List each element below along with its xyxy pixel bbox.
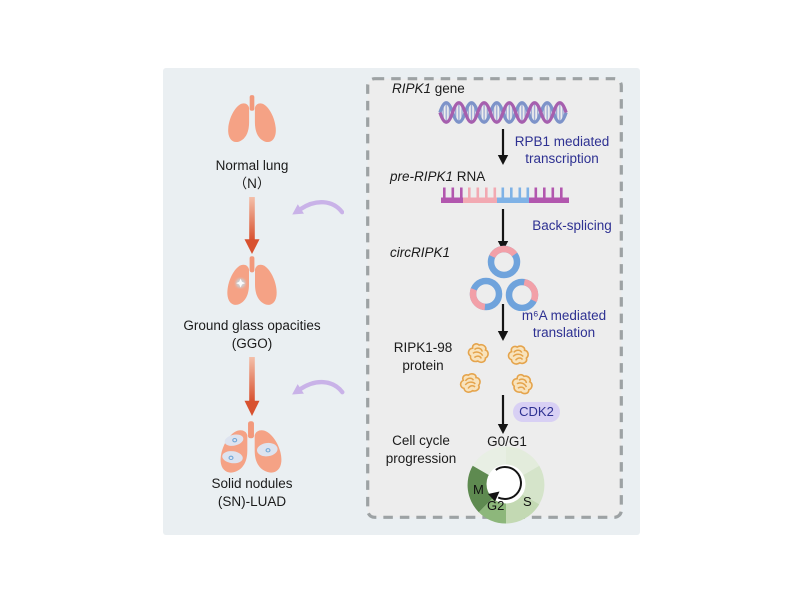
- normal-lungs-icon: [228, 95, 276, 143]
- translation-label: m⁶A mediated translation: [512, 307, 616, 341]
- nodule: [224, 434, 244, 446]
- cdk2-badge: CDK2: [513, 402, 560, 422]
- dna-helix-icon: [438, 96, 569, 129]
- progression-arrow-icon: [244, 357, 260, 416]
- ggo-sparkle: [236, 278, 246, 288]
- stage-abbr: （N）: [233, 176, 271, 191]
- rna-name: pre-RIPK1: [390, 169, 454, 184]
- progression-arrow-icon: [244, 197, 260, 254]
- stage-name: Normal lung: [215, 158, 289, 173]
- label-line: protein: [402, 358, 444, 373]
- gene-name: RIPK1: [392, 81, 432, 96]
- nodule: [256, 442, 278, 457]
- label-line: translation: [532, 325, 596, 340]
- gene-label: RIPK1 gene: [392, 80, 542, 98]
- cell-cycle-label: Cell cycle progression: [374, 432, 468, 468]
- circrna-icon: [469, 245, 539, 311]
- label-line: Cell cycle: [392, 433, 450, 448]
- back-splicing-label: Back-splicing: [532, 218, 612, 233]
- down-arrow-icon: [497, 304, 509, 341]
- stage-name: Ground glass opacities: [183, 318, 321, 333]
- protein-label: RIPK1-98 protein: [383, 339, 463, 375]
- label-line: progression: [385, 451, 457, 466]
- protein-blob-icon: [458, 342, 535, 396]
- gene-suffix: gene: [431, 81, 465, 96]
- stage-name: Solid nodules: [211, 476, 293, 491]
- label-line: RIPK1-98: [393, 340, 453, 355]
- solid-nodule-lungs-icon: [220, 421, 282, 473]
- curved-feedback-arrow-icon: [292, 200, 344, 215]
- pre-rna-label: pre-RIPK1 RNA: [390, 168, 540, 186]
- label-line: m⁶A mediated: [521, 308, 607, 323]
- cycle-arrow: [495, 466, 522, 500]
- curved-feedback-arrow-icon: [292, 380, 345, 395]
- down-arrow-icon: [497, 395, 509, 434]
- ggo-lungs-icon: [227, 256, 277, 305]
- transcription-label: RPB1 mediated transcription: [510, 133, 614, 167]
- circrna-name: circRIPK1: [390, 245, 451, 260]
- circrna-label: circRIPK1: [390, 244, 510, 262]
- cell-cycle-ring-icon: M G2 S: [467, 446, 545, 524]
- phase-m-label: M: [473, 482, 484, 497]
- normal-lung-label: Normal lung （N）: [177, 157, 327, 193]
- phase-g2-label: G2: [487, 498, 504, 513]
- label-line: transcription: [525, 151, 599, 166]
- label-line: RPB1 mediated: [514, 134, 610, 149]
- stage-abbr: (GGO): [231, 336, 273, 351]
- phase-s-label: S: [523, 494, 532, 509]
- pre-mrna-icon: [441, 187, 569, 203]
- phase-g0g1-label: G0/G1: [487, 434, 527, 449]
- ggo-label: Ground glass opacities (GGO): [167, 317, 337, 353]
- sn-luad-label: Solid nodules (SN)-LUAD: [177, 475, 327, 511]
- down-arrow-icon: [497, 129, 509, 165]
- stage-abbr: (SN)-LUAD: [217, 494, 287, 509]
- rna-suffix: RNA: [453, 169, 486, 184]
